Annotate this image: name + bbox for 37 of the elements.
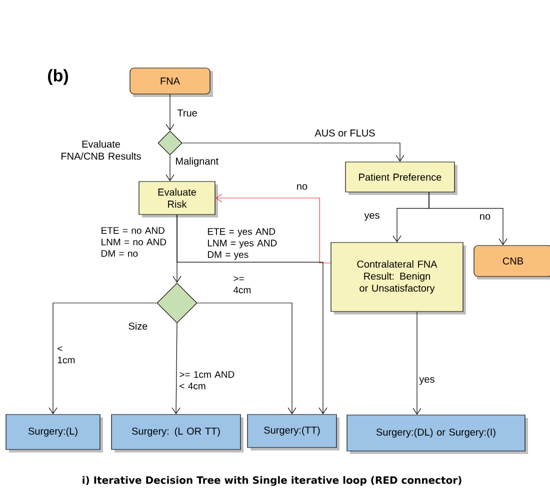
- terminal-box: CNB: [474, 245, 550, 280]
- node-caption: Evaluate FNA/CNB Results: [62, 140, 141, 160]
- edge-label: ETE = no AND LNM = no AND DM = no: [102, 227, 166, 257]
- outcome-box: Surgery:(DL) or Surgery:(I): [346, 414, 528, 454]
- decision-diamond: [156, 282, 198, 324]
- process-box: Patient Preference: [345, 162, 458, 195]
- panel-letter: (b): [48, 69, 68, 85]
- outcome-box: Surgery: (L OR TT): [111, 414, 244, 452]
- edge-label: no: [297, 184, 308, 190]
- arrow: [197, 302, 296, 414]
- arrow: [176, 214, 328, 414]
- edge-label: yes: [364, 213, 380, 221]
- edge-label: ETE = yes AND LNM = yes AND DM = yes: [208, 228, 277, 260]
- edge-label: True: [177, 110, 197, 116]
- edge-label: no: [480, 214, 490, 220]
- edge-label: >= 4cm: [233, 276, 251, 294]
- process-box: Contralateral FNA Result: Benign or Unsatisfactory: [330, 242, 466, 314]
- outcome-box: Surgery:(TT): [247, 414, 340, 450]
- terminal-box: FNA: [130, 68, 213, 97]
- decision-diamond: [158, 130, 182, 156]
- edge-label: < 1cm: [58, 346, 75, 364]
- arrow: [182, 142, 404, 162]
- arrow: [48, 302, 157, 414]
- node-caption: Size: [128, 322, 148, 330]
- edge-label: >= 1cm AND < 4cm: [180, 371, 234, 390]
- outcome-box: Surgery:(L): [6, 414, 103, 452]
- process-box: Evaluate Risk: [138, 181, 218, 218]
- edge-label: yes: [419, 377, 434, 385]
- caption: i) Iterative Decision Tree with Single iterative loop (RED connector): [82, 476, 462, 486]
- edge-label: AUS or FLUS: [314, 129, 375, 137]
- arrow: [215, 194, 331, 264]
- edge-label: Malignant: [176, 157, 218, 167]
- arrow: [166, 94, 174, 131]
- arrow: [428, 192, 508, 246]
- arrow: [172, 323, 180, 414]
- arrow: [412, 312, 422, 415]
- arrow: [166, 155, 174, 182]
